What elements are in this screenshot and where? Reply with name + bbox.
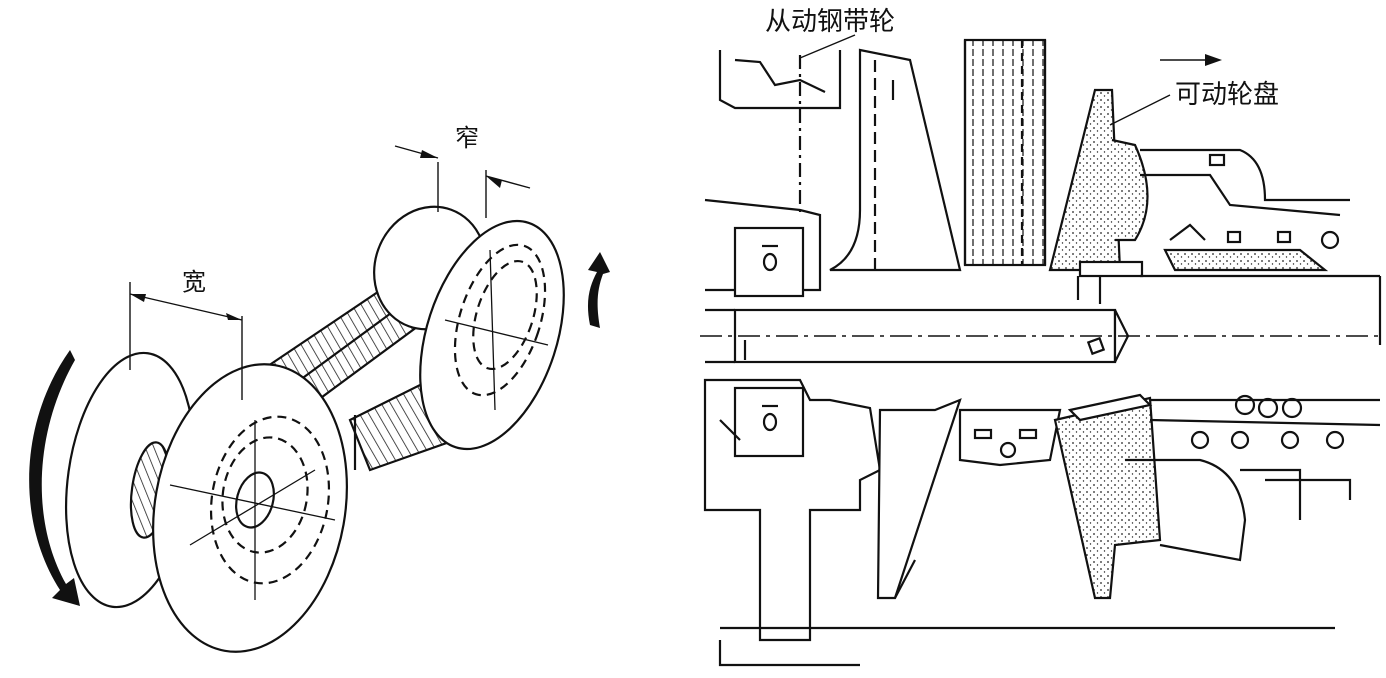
narrow-dimension — [394, 145, 531, 218]
upper-bearing-block — [733, 226, 805, 298]
movable-disc-lower — [1053, 396, 1162, 600]
left-pulley-assembly — [64, 145, 565, 653]
driven-pulley-label: 从动钢带轮 — [765, 7, 895, 37]
right-rotation-arrow — [587, 252, 610, 328]
right-pulley-front-disc — [419, 219, 565, 451]
left-rotation-arrow — [29, 350, 80, 606]
narrow-label: 窄 — [455, 124, 479, 152]
movable-disc-label: 可动轮盘 — [1175, 80, 1279, 110]
right-cross-section — [700, 34, 1382, 667]
wide-dimension — [129, 282, 243, 400]
steel-belt-section-upper — [963, 38, 1047, 267]
lower-bearing-block — [733, 386, 805, 458]
wide-label: 宽 — [182, 268, 206, 296]
movable-disc-upper — [1048, 88, 1122, 272]
